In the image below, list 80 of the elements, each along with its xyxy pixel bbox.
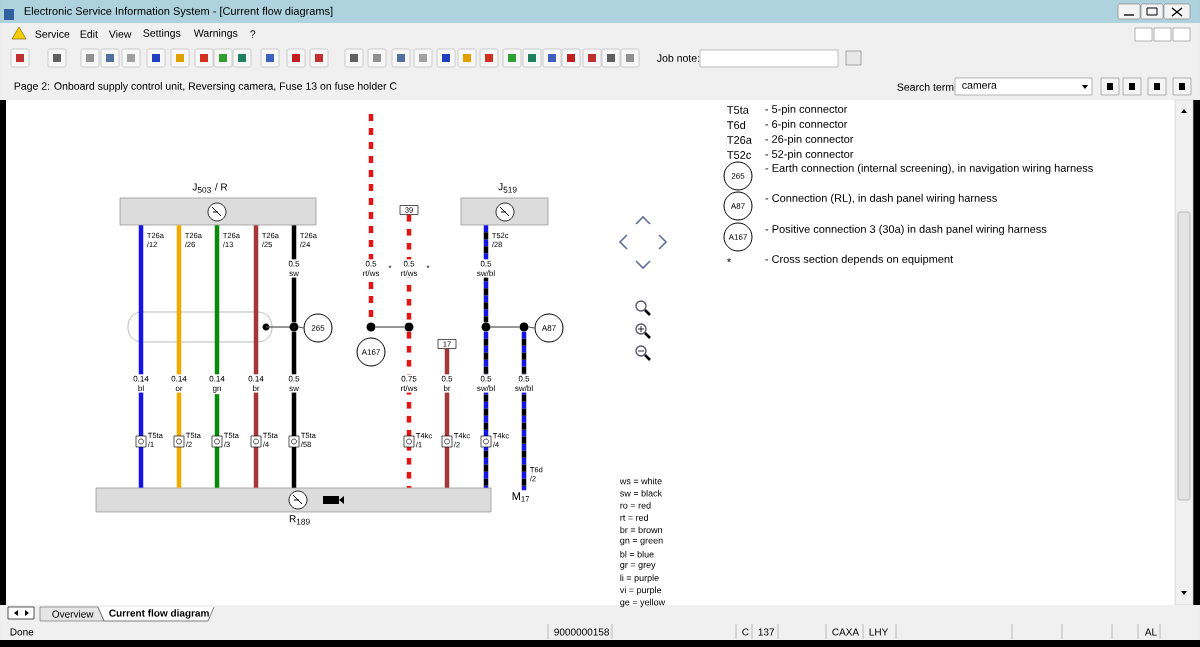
asterisk: *	[426, 265, 430, 269]
tab: Overview	[39, 606, 105, 622]
wire	[521, 331, 527, 491]
wire-label: 0.5 sw/bl	[512, 374, 536, 393]
wire-label: 0.5 br	[435, 374, 459, 393]
search-field: camera	[954, 77, 1093, 96]
window-title: Electronic Service Information System - [Current flow diagrams]	[24, 6, 333, 18]
status-text: 9000000158	[554, 628, 609, 636]
wire	[406, 214, 412, 323]
abbreviation: T52c	[727, 151, 751, 159]
wire-label: 0.5 rt/ws	[359, 259, 383, 278]
component-box: J$_{503}$ / R	[119, 183, 317, 226]
wire-label: 0.14 gn	[205, 374, 229, 395]
description: - Connection (RL), in dash panel wiring harness	[765, 193, 997, 205]
description: - 6-pin connector	[765, 119, 848, 131]
component-box: R$_{189}$	[95, 487, 492, 525]
menu-item: Service	[35, 30, 70, 38]
connection-line	[490, 326, 520, 328]
color-code: rt = red	[620, 514, 648, 521]
wire	[253, 225, 259, 488]
status-text: AL	[1144, 628, 1157, 636]
wire-label: 0.5 sw/bl	[474, 374, 498, 393]
wire-label: 0.5 sw	[282, 259, 306, 278]
color-code: ge = yellow	[620, 598, 666, 608]
field-label: Search term:	[897, 83, 956, 91]
color-code: bl = blue	[620, 550, 654, 558]
status-text: Done	[10, 628, 34, 636]
wire	[483, 225, 489, 323]
wire-label: 0.75 rt/ws	[397, 374, 421, 393]
wire-label: 0.14 bl	[129, 374, 153, 393]
color-code: li = purple	[620, 574, 659, 583]
page-heading: Page 2: Onboard supply control unit, Reversing camera, Fuse 13 on fuse holder C	[14, 82, 397, 92]
wire	[214, 225, 220, 488]
description: - 52-pin connector	[765, 149, 854, 161]
menu-item: Edit	[80, 30, 98, 38]
color-code: vi = purple	[619, 586, 662, 595]
color-code: br = brown	[620, 526, 662, 534]
field-label: Job note:	[657, 54, 700, 62]
wire-label: 0.5 sw/bl	[474, 259, 498, 278]
wire	[291, 225, 297, 323]
menu-item: Warnings	[193, 29, 238, 39]
description: - 26-pin connector	[765, 134, 854, 146]
wire	[138, 225, 144, 488]
color-code: gr = grey	[620, 563, 656, 570]
wire-label: 0.14 or	[167, 374, 191, 393]
color-code: ro = red	[620, 502, 651, 509]
menu-item: View	[108, 30, 132, 38]
asterisk: *	[388, 265, 392, 269]
abbreviation: T6d	[727, 120, 746, 130]
wire	[291, 331, 297, 488]
status-text: 137	[758, 628, 775, 636]
connection-line	[375, 326, 405, 328]
connection-line	[298, 326, 305, 329]
wire	[368, 114, 374, 323]
wire	[444, 348, 450, 488]
component-label: M$_{17}$	[512, 492, 530, 502]
status-text: C	[742, 628, 749, 636]
node-label: J$_{503}$ / R	[192, 183, 228, 193]
abbreviation: T5ta	[727, 106, 749, 114]
wire-label: 0.5 rt/ws	[397, 259, 421, 278]
wire	[483, 331, 489, 488]
component-box: J$_{519}$	[460, 183, 549, 226]
color-code: gn = green	[620, 538, 663, 546]
description: - Positive connection 3 (30a) in dash panel wiring harness	[765, 224, 1047, 236]
wire-label: 0.5 sw	[282, 374, 306, 393]
description: - Earth connection (internal screening), in navigation wiring harness	[765, 163, 1093, 175]
status-text: CAXA	[832, 628, 860, 636]
connection-line	[528, 326, 536, 329]
description: - Cross section depends on equipment	[765, 254, 954, 266]
wire	[176, 225, 182, 488]
menu-item: Settings	[143, 29, 181, 39]
status-text: LHY	[869, 628, 889, 636]
color-code: sw = black	[620, 489, 663, 497]
description: - 5-pin connector	[765, 104, 848, 116]
menu-item: ?	[250, 30, 256, 38]
abbreviation: T26a	[727, 136, 752, 144]
color-code: ws = white	[619, 477, 662, 485]
wire-label: 0.14 br	[244, 374, 268, 393]
node-label: J$_{519}$	[498, 183, 517, 193]
wire	[406, 331, 412, 488]
